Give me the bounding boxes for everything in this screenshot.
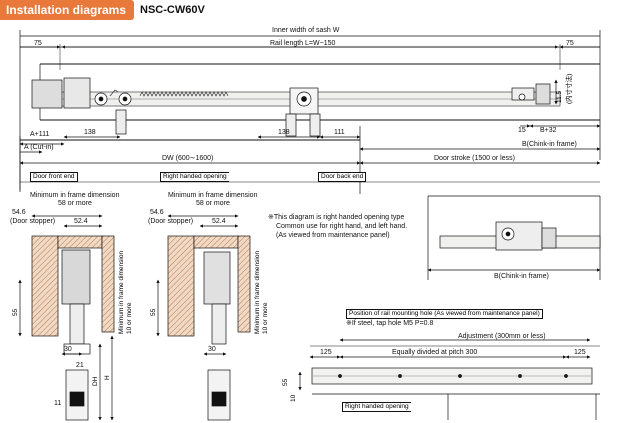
dim-a-plus-111: A+111 xyxy=(30,131,50,138)
min-frame-right: Minimum in frame dimension xyxy=(168,192,258,199)
inner-width-label: Inner width of sash W xyxy=(272,27,340,34)
dim-52-4-right: 52.4 xyxy=(212,218,226,225)
dim-10-rail: 10 xyxy=(290,394,297,402)
dim-125-left: 125 xyxy=(320,349,332,356)
dim-a-cutin: A (Cut-in) xyxy=(24,144,54,151)
dim-52-4-left: 52.4 xyxy=(74,218,88,225)
dim-125-right: 125 xyxy=(574,349,586,356)
left-offset-label: 75 xyxy=(34,40,42,47)
right-handed-opening-bottom-tag: Right handed opening xyxy=(342,402,411,412)
dim-adjustment: Adjustment (300mm or less) xyxy=(458,333,546,340)
right-handed-opening-tag: Right handed opening xyxy=(160,172,229,182)
note-line-3: (As viewed from maintenance panel) xyxy=(276,232,390,239)
mounting-rail-view xyxy=(298,338,600,420)
section-view-right xyxy=(156,214,251,421)
page-header: Installation diagrams NSC-CW60V xyxy=(0,0,205,20)
detail-view-right xyxy=(427,195,601,280)
dim-dw: DW (600∼1600) xyxy=(162,155,214,162)
dim-b-plus-32: B+32 xyxy=(540,127,557,134)
dim-138-left: 138 xyxy=(84,129,96,136)
note-line-2: Common use for right hand, and left hand… xyxy=(276,223,408,230)
steel-tap-note: ※If steel, tap hole M5 P=0.8 xyxy=(346,320,434,327)
dim-15: 15 xyxy=(518,127,526,134)
inner-dimension-note: (内寸寸法) xyxy=(566,73,573,104)
dim-b-chink-top: B(Chink-in frame) xyxy=(522,141,577,148)
dim-55-left: 55 xyxy=(12,308,19,316)
door-back-end-tag: Door back end xyxy=(318,172,367,182)
dim-dh: DH xyxy=(92,376,99,386)
note-line-1: ※This diagram is right handed opening ty… xyxy=(268,214,405,221)
door-stopper-left: (Door stopper) xyxy=(10,218,56,225)
section-title: Installation diagrams xyxy=(0,0,135,20)
right-offset-label: 75 xyxy=(566,40,574,47)
dim-55-rail: 55 xyxy=(282,378,289,386)
dim-54-6-left: 54.6 xyxy=(12,209,26,216)
rail-length-label: Rail length L=W−150 xyxy=(270,40,336,47)
dim-30-left: 30 xyxy=(64,346,72,353)
dim-door-stroke: Door stroke (1500 or less) xyxy=(434,155,515,162)
model-number: NSC-CW60V xyxy=(140,4,205,16)
dim-b-chink-detail: B(Chink-in frame) xyxy=(494,273,549,280)
top-assembly xyxy=(19,30,601,194)
section-view-left xyxy=(18,214,115,421)
dim-58-left: 58 or more xyxy=(58,200,92,207)
min-frame-left: Minimum in frame dimension xyxy=(30,192,120,199)
min-frame-v-left: Minimum in frame dimension xyxy=(118,250,125,334)
door-front-end-tag: Door front end xyxy=(30,172,78,182)
dim-11: 11 xyxy=(54,400,62,407)
min-frame-v-right: Minimum in frame dimension xyxy=(254,250,261,334)
mounting-hole-title: Position of rail mounting hole (As viewe… xyxy=(346,309,543,319)
dim-55-right: 55 xyxy=(150,308,157,316)
dim-111: 111 xyxy=(334,129,345,136)
dim-21: 21 xyxy=(76,362,84,369)
dim-pitch: Equally divided at pitch 300 xyxy=(392,349,478,356)
dim-138-mid: 138 xyxy=(278,129,290,136)
dim-58-right: 58 or more xyxy=(196,200,230,207)
dim-h: H xyxy=(104,375,111,380)
dim-54-6-right: 54.6 xyxy=(150,209,164,216)
dim-30-right: 30 xyxy=(208,346,216,353)
dim-10-right: 10 or more xyxy=(262,302,269,334)
door-stopper-right: (Door stopper) xyxy=(148,218,194,225)
dim-10-left: 10 or more xyxy=(126,302,133,334)
dim-11-5: 11.5 xyxy=(556,90,563,103)
